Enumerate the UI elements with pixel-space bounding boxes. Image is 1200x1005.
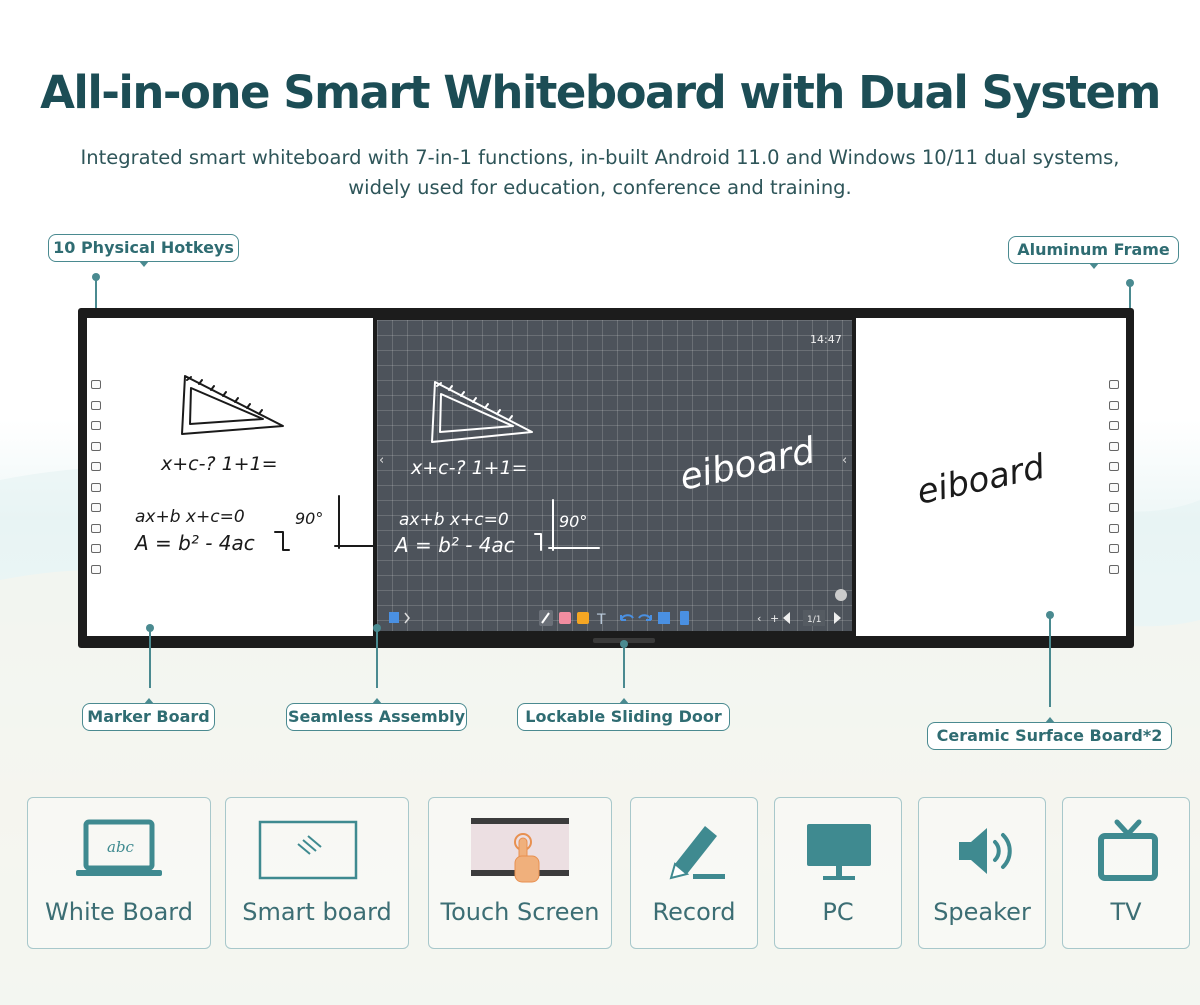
redo-icon: [638, 614, 652, 621]
triangle-ruler-drawing: [181, 375, 284, 435]
toolbar-expand-icon: [404, 612, 410, 624]
hotkey-button[interactable]: [1109, 482, 1119, 492]
feature-card-touch-screen: Touch Screen: [428, 797, 612, 949]
hotkey-button[interactable]: [91, 544, 101, 553]
page-subtitle: Integrated smart whiteboard with 7-in-1 …: [30, 143, 1170, 203]
marker-board-panel: [87, 318, 373, 636]
handwriting-equation-1: x+c-? 1+1=: [410, 457, 528, 479]
callout-physical-hotkeys: 10 Physical Hotkeys: [48, 234, 239, 267]
feature-label: Smart board: [242, 898, 392, 926]
laptop-abc-icon: abc: [76, 819, 162, 876]
right-panel-handwriting: eiboard: [914, 447, 1049, 513]
touch-display-screen[interactable]: [377, 320, 852, 631]
feature-card-tv: TV: [1062, 797, 1190, 949]
handwriting-brand: eiboard: [914, 447, 1049, 513]
hotkeys-left: [91, 380, 103, 585]
handwriting-brand: eiboard: [676, 430, 819, 499]
hotkey-button[interactable]: [91, 523, 101, 533]
monitor-icon: [807, 824, 871, 880]
feature-label: Record: [652, 898, 736, 926]
hotkey-button[interactable]: [1109, 421, 1119, 430]
eraser-tool-icon: [559, 612, 571, 624]
delete-icon: [680, 611, 689, 625]
feature-card-white-board: abc White Board: [27, 797, 211, 949]
handwriting-angle: 90°: [559, 512, 587, 531]
hotkey-button[interactable]: [1109, 441, 1119, 451]
hotkey-button[interactable]: [91, 421, 101, 430]
handwriting-equation-2: ax+b x+c=0: [399, 510, 509, 530]
subtitle-line-2: widely used for education, conference an…: [348, 176, 852, 199]
hotkey-button[interactable]: [91, 441, 101, 451]
hotkey-button[interactable]: [91, 462, 101, 471]
hotkey-button[interactable]: [91, 380, 101, 389]
feature-label: Touch Screen: [440, 898, 600, 926]
callout-dot-frame: [1126, 279, 1134, 287]
select-tool-icon: [658, 612, 670, 624]
feature-card-record: Record: [630, 797, 758, 949]
handwriting-equation-3: A = b² - 4ac: [393, 533, 515, 557]
shape-tool-icon: [577, 612, 589, 624]
callout-marker-board: Marker Board: [82, 698, 215, 731]
text-tool-icon: T: [596, 612, 606, 628]
feature-card-speaker: Speaker: [918, 797, 1046, 949]
callout-ceramic-surface-board: Ceramic Surface Board*2: [927, 717, 1172, 750]
toolbar-menu-icon: [389, 612, 399, 623]
hotkey-button[interactable]: [1109, 462, 1119, 471]
laptop-abc-text: abc: [107, 838, 135, 856]
handwriting-angle: 90°: [295, 509, 323, 528]
handwriting-equation-1: x+c-? 1+1=: [160, 453, 278, 475]
tv-icon: [1098, 819, 1158, 881]
hotkey-button[interactable]: [1109, 503, 1119, 512]
callout-line-frame: [1129, 283, 1131, 323]
screen-handwriting: x+c-? 1+1= ax+b x+c=0 A = b² - 4ac 90° e…: [393, 381, 847, 601]
page-title: All-in-one Smart Whiteboard with Dual Sy…: [40, 66, 1161, 119]
callout-line-sliding-door: [623, 644, 625, 688]
hotkeys-right: [1109, 380, 1121, 585]
feature-label: PC: [822, 898, 854, 926]
screen-left-arrow-icon[interactable]: ‹: [379, 453, 385, 468]
smart-board-icon: [258, 820, 358, 880]
touch-screen-icon: [471, 818, 569, 883]
callout-dot-hotkeys: [92, 273, 100, 281]
undo-icon: [620, 614, 634, 621]
handwriting-equation-3: A = b² - 4ac: [133, 531, 255, 555]
svg-text:‹: ‹: [757, 612, 761, 625]
pen-record-icon: [669, 826, 725, 880]
handwriting-equation-2: ax+b x+c=0: [135, 507, 245, 527]
feature-label: TV: [1110, 898, 1142, 926]
left-panel-handwriting: x+c-? 1+1= ax+b x+c=0 A = b² - 4ac 90°: [133, 375, 373, 555]
hotkey-button[interactable]: [91, 503, 101, 512]
svg-text:+: +: [770, 612, 779, 625]
callout-seamless-assembly: Seamless Assembly: [286, 698, 467, 731]
feature-card-pc: PC: [774, 797, 902, 949]
feature-label: Speaker: [933, 898, 1031, 926]
hotkey-button[interactable]: [91, 400, 101, 410]
screen-clock: 14:47: [810, 333, 842, 346]
callout-lockable-sliding-door: Lockable Sliding Door: [517, 698, 730, 731]
hotkey-button[interactable]: [1109, 544, 1119, 553]
page-navigation: ‹ + 1/1: [757, 610, 841, 626]
hotkey-button[interactable]: [91, 564, 101, 574]
feature-label: White Board: [45, 898, 193, 926]
hotkey-button[interactable]: [91, 482, 101, 492]
toolbar-tools: T: [539, 610, 689, 628]
hotkey-button[interactable]: [1109, 523, 1119, 533]
feature-card-smart-board: Smart board: [225, 797, 409, 949]
callout-aluminum-frame: Aluminum Frame: [1008, 236, 1179, 269]
hotkey-button[interactable]: [1109, 400, 1119, 410]
triangle-ruler-drawing: [431, 381, 533, 443]
screen-right-arrow-icon[interactable]: ‹: [842, 453, 848, 468]
screen-toolbar: T ‹ + 1/1: [389, 610, 841, 628]
callout-line-ceramic: [1049, 615, 1051, 707]
ceramic-board-panel: [856, 318, 1126, 636]
page-indicator: 1/1: [807, 615, 821, 625]
hotkey-button[interactable]: [1109, 564, 1119, 574]
floating-menu-button: [835, 589, 847, 601]
callout-line-marker: [149, 628, 151, 688]
hotkey-button[interactable]: [1109, 380, 1119, 389]
subtitle-line-1: Integrated smart whiteboard with 7-in-1 …: [80, 146, 1120, 169]
callout-line-seamless: [376, 628, 378, 688]
speaker-icon: [959, 828, 1012, 874]
